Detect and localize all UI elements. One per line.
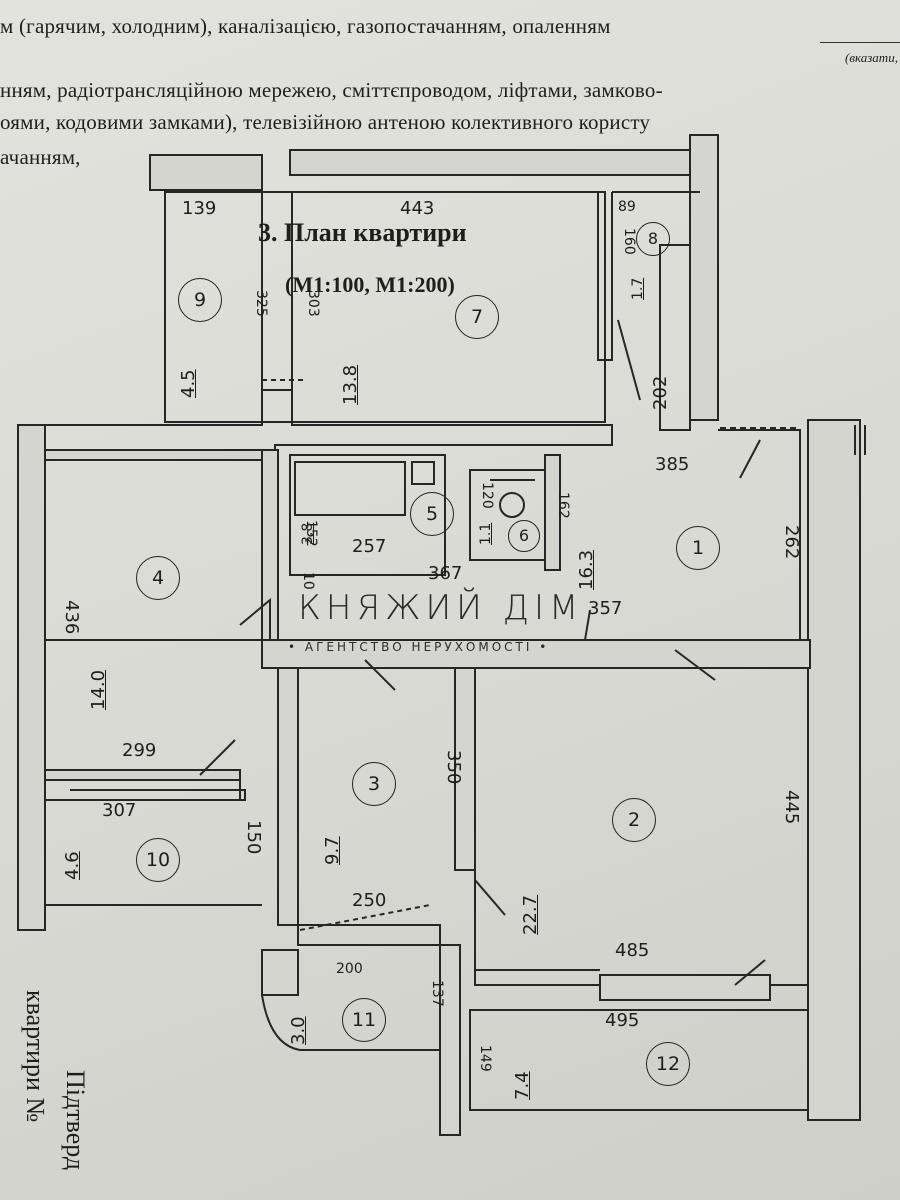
room-number-10: 10: [136, 838, 180, 882]
header-line-2: нням, радіотрансляційною мережею, сміттє…: [0, 78, 663, 102]
dimension-label: 250: [352, 890, 387, 911]
plan-title: План квартири: [284, 218, 467, 247]
footer-line-1: Підтверд: [61, 1070, 90, 1171]
room-number-5: 5: [410, 492, 454, 536]
dimension-label: 443: [400, 198, 435, 219]
room-number-7: 7: [455, 295, 499, 339]
header-line-1: м (гарячим, холодним), каналізацією, газ…: [0, 14, 611, 38]
dimension-label: 200: [336, 961, 363, 977]
room-number-6: 6: [508, 520, 540, 552]
header-note: (вказати,: [845, 50, 898, 65]
room-number-9: 9: [178, 278, 222, 322]
dimension-label: 307: [102, 800, 137, 821]
dimension-label: 160: [621, 228, 637, 255]
underline: [820, 42, 900, 43]
room-number-4: 4: [136, 556, 180, 600]
room-area-8: 1.7: [630, 277, 646, 300]
dimension-label: 202: [650, 375, 671, 410]
room-area-2: 22.7: [520, 894, 541, 935]
room-area-3: 9.7: [322, 836, 343, 865]
footer-line-2: квартири №: [21, 990, 50, 1123]
dimension-label: 120: [479, 482, 495, 509]
dimension-label: 495: [605, 1010, 640, 1031]
dimension-label: 257: [352, 536, 387, 557]
watermark-brand: КНЯЖИЙ ДІМ: [298, 588, 584, 628]
room-area-4: 14.0: [88, 669, 109, 710]
plan-scale: (М1:100, М1:200): [285, 272, 455, 297]
dimension-label: 162: [555, 492, 571, 519]
dimension-label: 139: [182, 198, 217, 219]
room-number-8: 8: [636, 222, 670, 256]
room-area-1: 16.3: [576, 549, 597, 590]
room-number-3: 3: [352, 762, 396, 806]
room-number-12: 12: [646, 1042, 690, 1086]
dimension-label: 367: [428, 563, 463, 584]
dimension-label: 325: [253, 290, 269, 317]
dimension-label: 385: [655, 454, 690, 475]
room-area-7: 13.8: [340, 364, 361, 405]
room-area-9: 4.5: [178, 369, 199, 398]
dimension-label: 485: [615, 940, 650, 961]
room-number-11: 11: [342, 998, 386, 1042]
section-number: 3.: [258, 218, 278, 247]
room-number-1: 1: [676, 526, 720, 570]
header-line-4: ачанням,: [0, 145, 81, 169]
dimension-label: 262: [781, 525, 802, 560]
room-area-5: 3.8: [300, 522, 316, 545]
dimension-label: 357: [588, 598, 623, 619]
room-area-12: 7.4: [512, 1071, 533, 1100]
dimension-label: 303: [305, 290, 321, 317]
dimension-label: 89: [618, 199, 636, 215]
dimension-label: 150: [243, 820, 264, 855]
dimension-label: 350: [443, 750, 464, 785]
room-number-2: 2: [612, 798, 656, 842]
room-area-6: 1.1: [478, 522, 494, 545]
room-area-11: 3.0: [288, 1016, 309, 1045]
dimension-label: 149: [477, 1045, 493, 1072]
room-area-10: 4.6: [62, 851, 83, 880]
dimension-label: 137: [429, 980, 445, 1007]
dimension-label: 445: [781, 790, 802, 825]
header-line-3: оями, кодовими замками), телевізійною ан…: [0, 110, 651, 134]
dimension-label: 436: [61, 600, 82, 635]
dimension-label: 299: [122, 740, 157, 761]
watermark-subtitle: • АГЕНТСТВО НЕРУХОМОСТІ •: [288, 640, 550, 654]
